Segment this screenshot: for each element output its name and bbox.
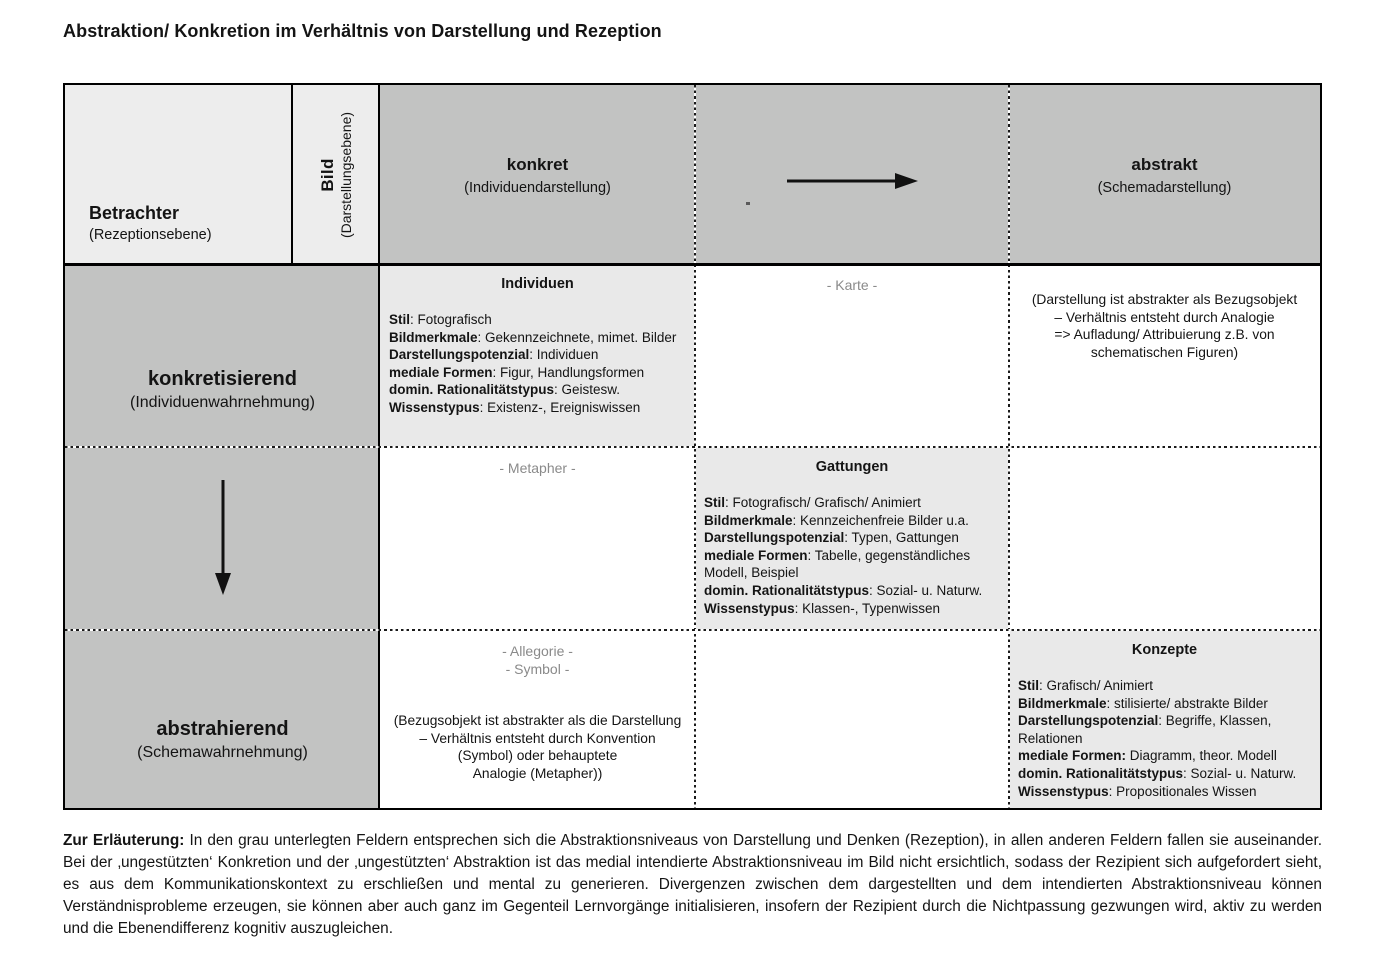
row-label-direction [65, 448, 380, 631]
explanation-text: In den grau unterlegten Feldern entsprec… [63, 832, 1323, 937]
konkret-sublabel: (Individuendarstellung) [464, 179, 611, 196]
allegorie-label: - Allegorie - [502, 643, 573, 659]
abstraction-concretion-table: Betrachter (Rezeptionsebene) Bild (Darst… [63, 83, 1322, 810]
cell-empty-row4 [695, 631, 1009, 808]
bezugsobjekt-note-text: (Bezugsobjekt ist abstrakter als die Dar… [393, 713, 682, 781]
detail-line: domin. Rationalitätstypus: Sozial- u. Na… [1018, 765, 1297, 781]
explanation-paragraph: Zur Erläuterung: In den grau unterlegten… [63, 830, 1322, 940]
detail-line: Bildmerkmale: Gekennzeichnete, mimet. Bi… [389, 329, 677, 345]
bild-sublabel: (Darstellungsebene) [338, 111, 355, 239]
divider-header-body [65, 263, 1320, 266]
abstrahierend-sublabel: (Schemawahrnehmung) [137, 743, 308, 761]
detail-line: Darstellungspotenzial: Begriffe, Klassen… [1018, 713, 1272, 746]
konkret-label: konkret [506, 154, 569, 174]
konkretisierend-label: konkretisierend [148, 367, 297, 390]
detail-line: Wissenstypus: Existenz-, Ereigniswissen [389, 399, 641, 415]
bild-label: Bild [318, 158, 338, 192]
detail-line: mediale Formen: Figur, Handlungsformen [389, 364, 645, 380]
darstellung-note-text: (Darstellung ist abstrakter als Bezugsob… [1031, 292, 1298, 360]
detail-line: Darstellungspotenzial: Individuen [389, 347, 599, 363]
page-title: Abstraktion/ Konkretion im Verhältnis vo… [63, 21, 662, 41]
abstrakt-sublabel: (Schemadarstellung) [1097, 179, 1232, 196]
detail-line: Wissenstypus: Propositionales Wissen [1018, 783, 1257, 799]
header-cell-bild: Bild (Darstellungsebene) [292, 85, 380, 265]
header-cell-abstrakt: abstrakt (Schemadarstellung) [1009, 85, 1320, 265]
konzepte-heading: Konzepte [1131, 642, 1198, 658]
cell-metapher: - Metapher - [380, 448, 695, 631]
row-label-konkretisierend: konkretisierend (Individuenwahrnehmung) [65, 265, 380, 448]
detail-line: Darstellungspotenzial: Typen, Gattungen [704, 530, 959, 546]
detail-line: domin. Rationalitätstypus: Sozial- u. Na… [704, 582, 983, 598]
detail-line: Bildmerkmale: stilisierte/ abstrakte Bil… [1018, 695, 1268, 711]
abstrahierend-label: abstrahierend [156, 717, 289, 740]
detail-line: Stil: Fotografisch [389, 312, 492, 327]
detail-line: Wissenstypus: Klassen-, Typenwissen [704, 600, 940, 616]
betrachter-label: Betrachter [89, 203, 180, 223]
detail-line: Bildmerkmale: Kennzeichenfreie Bilder u.… [704, 512, 969, 528]
metapher-label: - Metapher - [499, 460, 576, 476]
header-cell-konkret: konkret (Individuendarstellung) [380, 85, 695, 265]
cell-allegorie-symbol: - Allegorie - - Symbol - (Bezugsobjekt i… [380, 631, 695, 808]
header-cell-betrachter: Betrachter (Rezeptionsebene) [65, 85, 292, 265]
explanation-label: Zur Erläuterung: [63, 832, 185, 849]
divider-betrachter-bild [291, 85, 293, 265]
konkretisierend-sublabel: (Individuenwahrnehmung) [130, 393, 315, 411]
cell-gattungen: Gattungen Stil: Fotografisch/ Grafisch/ … [695, 448, 1009, 631]
down-arrow-icon [212, 478, 234, 601]
bild-rotated-label: Bild (Darstellungsebene) [318, 112, 354, 238]
cell-darstellung-note: (Darstellung ist abstrakter als Bezugsob… [1009, 265, 1320, 448]
divider-row3-row4 [65, 629, 1320, 631]
row-label-abstrahierend: abstrahierend (Schemawahrnehmung) [65, 631, 380, 808]
individuen-heading: Individuen [501, 276, 574, 292]
abstrakt-label: abstrakt [1131, 154, 1198, 174]
stray-dot [746, 202, 750, 205]
right-arrow-icon [785, 171, 919, 196]
cell-empty-row3 [1009, 448, 1320, 631]
divider-row2-row3 [65, 446, 1320, 448]
detail-line: mediale Formen: Tabelle, gegenständliche… [704, 547, 971, 581]
cell-karte: - Karte - [695, 265, 1009, 448]
karte-label: - Karte - [826, 277, 878, 293]
gattungen-heading: Gattungen [815, 459, 889, 475]
detail-line: domin. Rationalitätstypus: Geistesw. [389, 382, 621, 398]
detail-line: mediale Formen: Diagramm, theor. Modell [1018, 748, 1277, 764]
symbol-label: - Symbol - [505, 660, 570, 677]
header-cell-direction [695, 85, 1009, 265]
detail-line: Stil: Grafisch/ Animiert [1018, 678, 1154, 693]
detail-line: Stil: Fotografisch/ Grafisch/ Animiert [704, 495, 921, 510]
betrachter-sublabel: (Rezeptionsebene) [89, 227, 212, 243]
